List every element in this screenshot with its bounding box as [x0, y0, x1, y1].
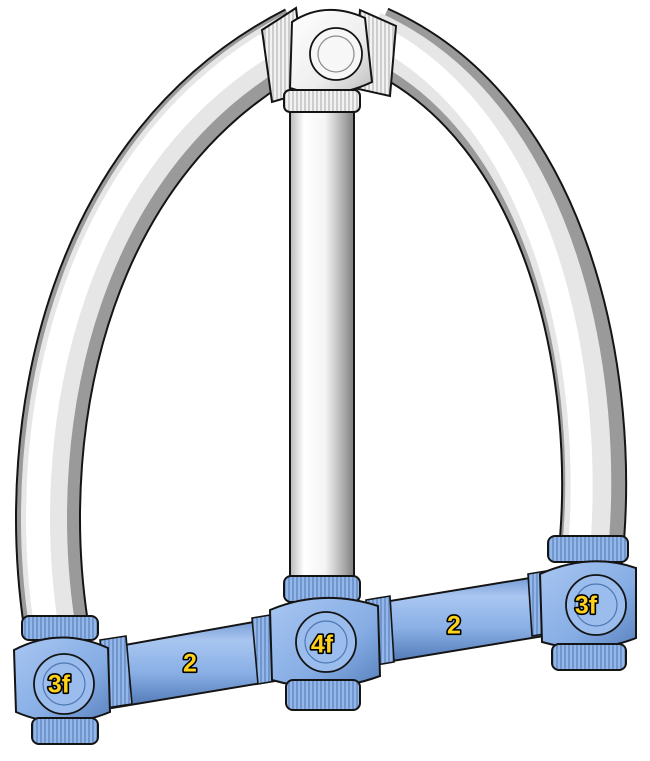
right-arch-tube: [367, 30, 594, 560]
center-connector-label: 4f: [311, 631, 334, 659]
top-connector: [262, 8, 396, 112]
right-rod: [366, 570, 556, 666]
left-connector-label: 3f: [48, 671, 71, 699]
top-bottom-collar: [284, 90, 360, 112]
right-connector-label: 3f: [575, 592, 598, 620]
right-rod-label: 2: [447, 612, 461, 640]
left-arch-tube: [38, 30, 300, 625]
left-rod-label: 2: [183, 650, 197, 678]
center-vertical-tube: [290, 110, 354, 594]
